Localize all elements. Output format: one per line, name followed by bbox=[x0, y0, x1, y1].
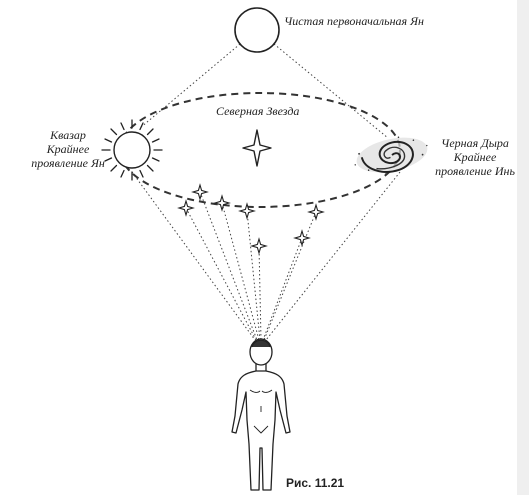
top-label: Чистая первоначальная Ян bbox=[284, 14, 424, 28]
top-connector-lines bbox=[131, 43, 401, 341]
figure-caption: Рис. 11.21 bbox=[286, 476, 345, 490]
small-star-icon bbox=[238, 202, 256, 220]
human-figure-icon bbox=[231, 338, 291, 491]
small-stars bbox=[177, 183, 325, 255]
small-star-icon bbox=[250, 237, 268, 255]
quasar-label-line: Крайнее bbox=[46, 142, 90, 156]
moon-circle-icon bbox=[234, 7, 280, 53]
black-hole-label-line: Крайнее bbox=[453, 150, 497, 164]
quasar-label: Квазар Крайнее проявление Ян bbox=[28, 128, 108, 170]
black-hole-label-line: проявление Инь bbox=[435, 164, 515, 178]
black-hole-label: Черная Дыра Крайнее проявление Инь bbox=[430, 136, 520, 178]
north-star-icon bbox=[242, 129, 272, 167]
black-hole-label-line: Черная Дыра bbox=[441, 136, 509, 150]
quasar-label-line: проявление Ян bbox=[31, 156, 105, 170]
small-star-icon bbox=[177, 199, 195, 217]
sun-icon bbox=[101, 119, 163, 181]
page-edge bbox=[517, 0, 529, 495]
quasar-label-line: Квазар bbox=[50, 128, 86, 142]
small-star-icon bbox=[307, 203, 325, 221]
north-star-label: Северная Звезда bbox=[216, 104, 300, 118]
small-star-icon bbox=[293, 229, 311, 247]
star-rays bbox=[185, 191, 317, 341]
small-star-icon bbox=[213, 194, 231, 212]
galaxy-spiral-icon bbox=[354, 136, 428, 174]
small-star-icon bbox=[191, 183, 209, 201]
